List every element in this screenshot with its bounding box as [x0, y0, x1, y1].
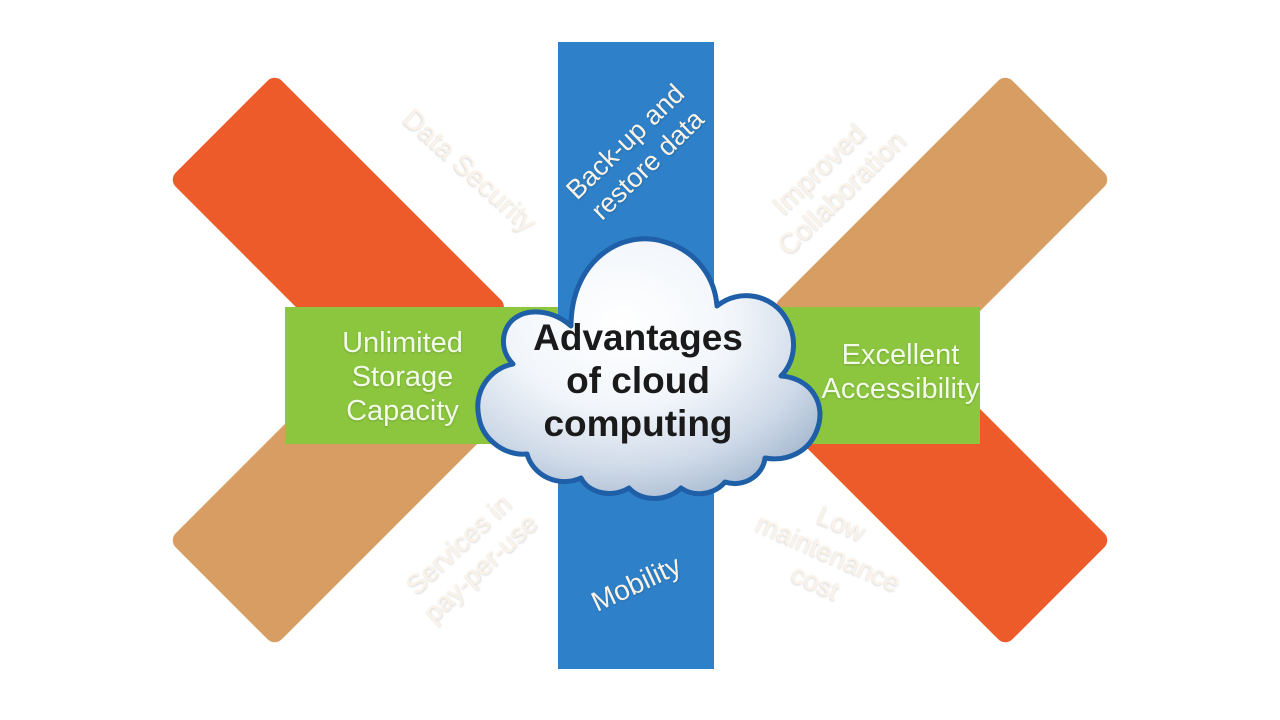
cloud-shape	[443, 218, 833, 508]
